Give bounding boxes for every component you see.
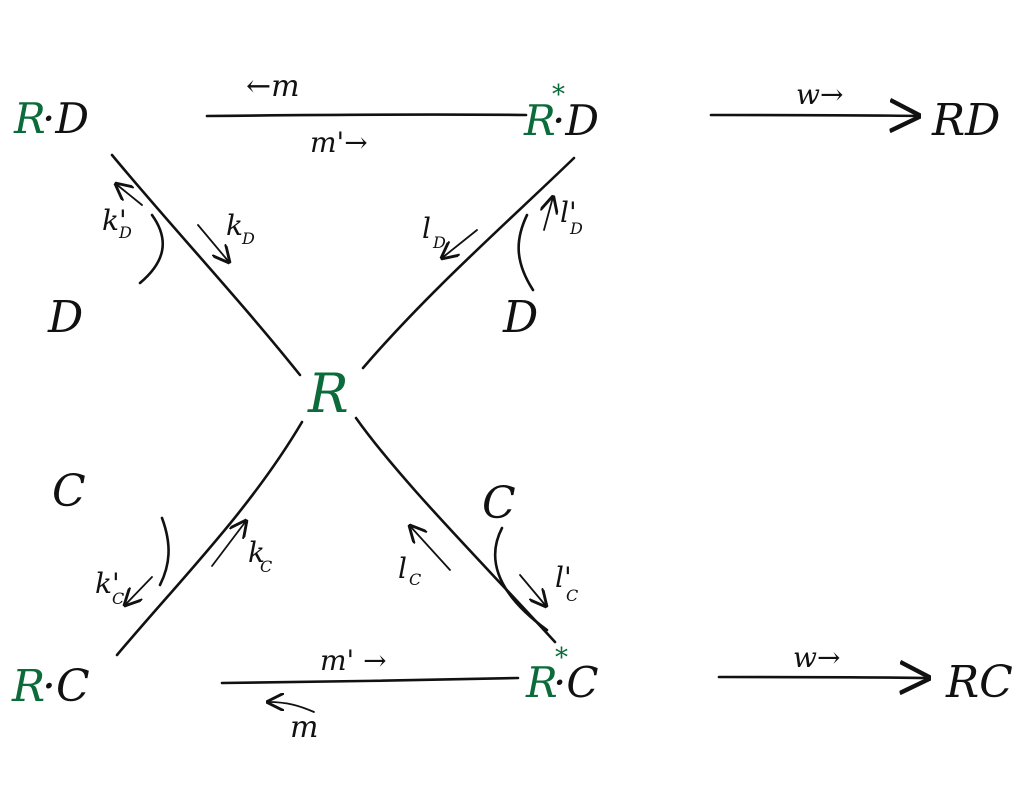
enzyme-r-label: R xyxy=(13,94,46,143)
l-c-arrow xyxy=(410,526,451,571)
l-c-prime-arrow xyxy=(519,574,546,606)
rate-l-d-prime: l' D xyxy=(560,196,583,238)
product-rd-label: RD xyxy=(931,95,1000,146)
svg-text:D: D xyxy=(569,219,583,238)
bound-c-label: ·C xyxy=(553,658,599,707)
product-arrow-rc xyxy=(717,677,928,678)
rate-k-d: k D xyxy=(226,209,255,248)
rate-l-c-prime: l' C xyxy=(555,561,578,605)
svg-text:k: k xyxy=(226,209,243,242)
bound-c-label: ·C xyxy=(42,661,90,712)
k-c-prime-arrow xyxy=(125,576,153,605)
rate-w-bottom: w→ xyxy=(793,641,840,674)
svg-text:k': k' xyxy=(95,567,120,600)
diagonal-r-to-rc xyxy=(115,420,304,657)
l-d-arrow xyxy=(442,229,478,258)
svg-text:l': l' xyxy=(555,561,572,594)
bound-d-label: ·D xyxy=(552,96,599,145)
enzyme-rstar-label: R xyxy=(523,96,556,145)
product-arrow-rd xyxy=(709,115,918,116)
enzyme-rstar-label: R xyxy=(525,658,558,707)
diagonal-rstard-to-r xyxy=(361,156,576,370)
substrate-c-left: C xyxy=(52,466,86,517)
free-enzyme-r-label: R xyxy=(307,362,349,425)
k-d-prime-arrow xyxy=(116,184,143,206)
diagonal-r-to-rstarc xyxy=(354,416,557,644)
rate-l-c: l C xyxy=(398,552,421,589)
substrate-d-left: D xyxy=(47,292,83,343)
rate-m-backward-top: ←m xyxy=(246,69,300,104)
svg-text:D: D xyxy=(118,223,132,242)
rate-m-prime-forward-top: m'→ xyxy=(310,126,368,159)
species-r-c: R ·C xyxy=(11,661,90,712)
rate-m-prime-forward-bottom: m' → xyxy=(320,644,387,677)
substrate-d-right: D xyxy=(502,292,538,343)
bottom-m-back-arrow xyxy=(268,702,315,713)
svg-text:l: l xyxy=(422,212,431,245)
svg-text:l: l xyxy=(398,552,407,585)
k-c-arrow xyxy=(211,521,246,567)
substrate-c-right: C xyxy=(482,478,516,529)
species-r-d: R ·D xyxy=(13,94,89,143)
svg-text:C: C xyxy=(566,586,578,605)
svg-text:l': l' xyxy=(560,196,577,229)
species-rstar-d: R * ·D xyxy=(523,80,599,145)
top-equilibrium-line xyxy=(205,113,528,118)
diagonal-rd-to-r xyxy=(110,153,302,377)
svg-text:C: C xyxy=(260,557,272,576)
svg-text:C: C xyxy=(409,570,421,589)
rate-k-c-prime: k' C xyxy=(95,567,124,608)
svg-text:k': k' xyxy=(102,204,127,237)
binding-curve-c-left xyxy=(158,516,170,587)
bottom-equilibrium-line xyxy=(220,676,520,685)
enzyme-r-label: R xyxy=(11,661,45,712)
k-d-arrow xyxy=(197,224,229,262)
binding-curve-c-right xyxy=(493,526,549,632)
binding-curve-d-left xyxy=(138,213,165,285)
rate-m-backward-bottom: m xyxy=(290,710,318,745)
bound-d-label: ·D xyxy=(42,94,89,143)
rate-l-d: l D xyxy=(422,212,446,252)
svg-text:D: D xyxy=(241,229,255,248)
svg-text:k: k xyxy=(248,536,265,569)
l-d-prime-arrow xyxy=(544,197,553,231)
rate-k-c: k C xyxy=(248,536,272,576)
rate-w-top: w→ xyxy=(796,78,843,111)
rate-k-d-prime: k' D xyxy=(102,204,132,242)
activated-star: * xyxy=(555,643,568,673)
svg-text:D: D xyxy=(432,233,446,252)
svg-text:C: C xyxy=(112,589,124,608)
activated-star: * xyxy=(552,80,565,110)
species-rstar-c: R * ·C xyxy=(525,643,599,707)
binding-curve-d-right xyxy=(517,213,535,292)
product-rc-label: RC xyxy=(945,657,1013,708)
